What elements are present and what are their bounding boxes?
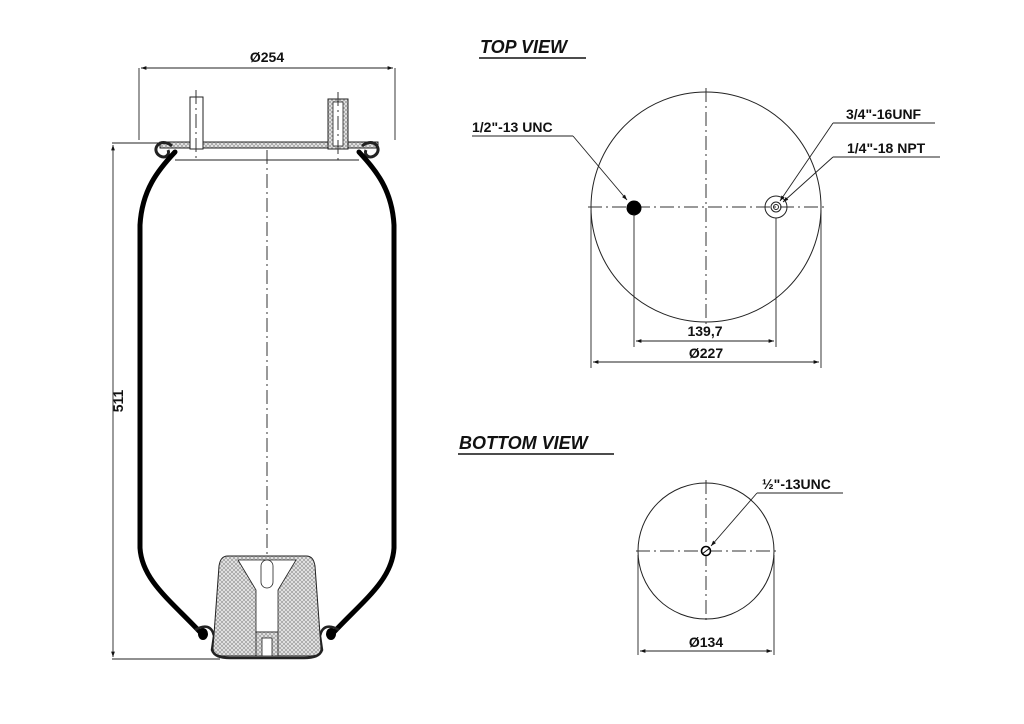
hole-spacing-label: 139,7 xyxy=(687,323,722,339)
top-plate xyxy=(154,90,380,161)
bottom-diameter-label: Ø134 xyxy=(689,634,723,650)
bottom-hole-marker xyxy=(700,545,712,557)
callout-stud-thread: 1/2"-13 UNC xyxy=(472,119,628,201)
bottom-view: BOTTOM VIEW Ø134 ½"-13UNC xyxy=(458,433,843,655)
bellows xyxy=(137,149,397,635)
width-dimension-label: Ø254 xyxy=(250,49,284,65)
top-view: TOP VIEW 139,7 Ø227 1/2"-13 UNC 3/4 xyxy=(472,37,940,368)
side-view: Ø254 511 xyxy=(110,49,397,660)
piston xyxy=(194,555,340,660)
callout-bottom-thread: ½"-13UNC xyxy=(710,476,843,547)
height-dimension: 511 xyxy=(110,142,220,660)
svg-text:1/2"-13 UNC: 1/2"-13 UNC xyxy=(472,119,553,135)
svg-text:½"-13UNC: ½"-13UNC xyxy=(762,476,831,492)
bottom-view-title: BOTTOM VIEW xyxy=(459,433,590,453)
stud-hole-marker xyxy=(626,200,642,216)
callout-air-port: 1/4"-18 NPT xyxy=(782,140,940,203)
height-dimension-label: 511 xyxy=(110,389,126,412)
svg-text:3/4"-16UNF: 3/4"-16UNF xyxy=(846,106,922,122)
svg-text:1/4"-18 NPT: 1/4"-18 NPT xyxy=(847,140,926,156)
top-view-title: TOP VIEW xyxy=(480,37,569,57)
width-dimension: Ø254 xyxy=(138,49,396,140)
top-diameter-label: Ø227 xyxy=(689,345,723,361)
callout-fitting-thread: 3/4"-16UNF xyxy=(779,106,935,202)
